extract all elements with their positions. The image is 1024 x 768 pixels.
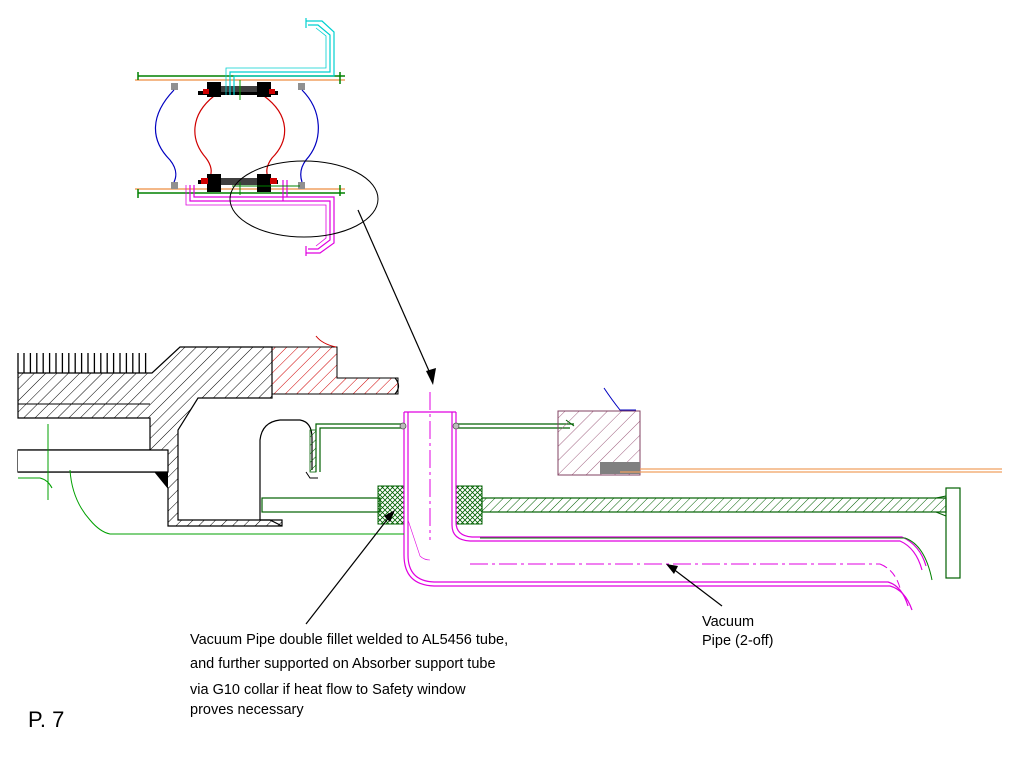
weld-note-line-1: Vacuum Pipe double fillet welded to AL54… [190,632,509,648]
inner-bellows-left [194,95,215,179]
upper-window-flange [198,80,278,100]
bellows-clamp [298,182,305,189]
vacuum-pipe-label-line-1: Vacuum [702,614,755,630]
vacuum-pipe-leader [666,564,723,607]
collar-note: via G10 collar if heat flow to Safety wi… [190,680,466,720]
outer-bellows-right [300,89,319,183]
weld-note: Vacuum Pipe double fillet welded to AL54… [190,628,508,676]
detail-section [17,335,1002,625]
upper-vacuum-pipe [229,24,331,95]
collar-note-line-1: via G10 collar if heat flow to Safety wi… [190,682,466,698]
detail-callout-arrow [357,209,436,385]
safety-window-block [557,387,1002,476]
weld-note-line-2: and further supported on Absorber suppor… [190,656,496,672]
g10-collar-left [377,485,405,525]
absorber-support-tube [305,423,574,479]
vacuum-pipe-label: Vacuum Pipe (2-off) [702,613,773,651]
lower-vacuum-pipe [189,185,331,250]
bellows-clamp [171,83,178,90]
absorber-body [17,346,283,527]
support-tube-horizontal [261,487,961,579]
outer-bellows-left [154,89,177,183]
page-number: P. 7 [28,707,65,732]
weld-note-leader [305,510,395,625]
bellows-clamp [171,182,178,189]
bellows-clamp [298,83,305,90]
vacuum-pipe-section [399,392,927,611]
cooling-fins [17,353,147,373]
collar-note-line-2: proves necessary [190,702,304,718]
vacuum-jacket-outline [480,537,933,581]
window-flange-section [271,346,399,395]
g10-collar-right [455,485,483,525]
inner-bellows-right [263,95,286,179]
overview-assembly [135,18,345,256]
vacuum-pipe-label-line-2: Pipe (2-off) [702,633,774,649]
detail-callout-ellipse [229,160,379,238]
